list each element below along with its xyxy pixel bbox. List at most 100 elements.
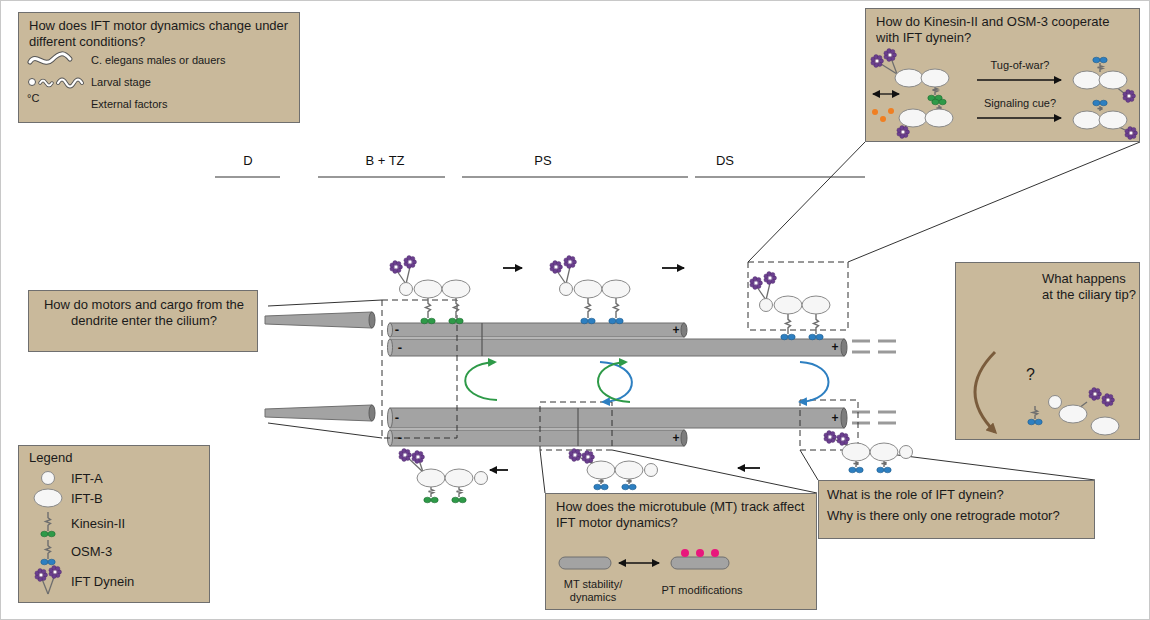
signal-dot	[872, 109, 878, 115]
ift-a-particle	[1049, 396, 1062, 409]
polarity-sign: +	[672, 324, 679, 336]
tug-arrow	[873, 93, 899, 94]
tip-dash	[852, 351, 870, 354]
motor-stalk	[454, 297, 459, 318]
dynein-lobe	[405, 449, 409, 453]
larva-icon	[58, 80, 82, 87]
tube-cap	[388, 339, 393, 356]
tip-dash	[878, 351, 896, 354]
direction-arrow	[503, 267, 522, 269]
dynein-lobe	[396, 261, 400, 265]
segment-ruler	[462, 176, 688, 177]
dynein-head	[1102, 394, 1115, 407]
motor-stalk	[566, 267, 570, 284]
box-text: ?	[1026, 365, 1035, 384]
kinesin-head	[809, 334, 816, 340]
motor-stalk	[418, 457, 423, 472]
tip-dash	[878, 411, 896, 414]
question-box: What is the role of IFT dynein? Why is th…	[818, 480, 1095, 539]
dynein-head	[1125, 127, 1138, 140]
motor-stalk	[46, 512, 51, 531]
kinesin-head	[1093, 100, 1100, 106]
tube-cap	[369, 312, 375, 328]
ift-b-particle	[587, 461, 615, 479]
motor-stalk	[1033, 406, 1038, 419]
segment-ruler	[318, 176, 445, 177]
ift-a-particle	[760, 299, 773, 312]
segment-label: DS	[716, 154, 734, 167]
zoom-region	[800, 400, 858, 450]
dynein-lobe	[830, 431, 834, 435]
dynein-head	[390, 261, 403, 274]
dynein-lobe	[55, 566, 59, 570]
leader-line	[800, 450, 818, 480]
motor-stalk	[46, 540, 51, 559]
motor-stalk	[42, 579, 48, 594]
dynein-core	[1106, 398, 1110, 402]
ift-b-particle	[417, 469, 445, 487]
ift-b-particle	[602, 280, 630, 298]
kinesin-head	[452, 497, 459, 503]
mt-icon	[559, 557, 611, 569]
ift-b-particle	[574, 280, 602, 298]
polarity-sign: +	[831, 341, 838, 353]
dynein-head	[750, 277, 763, 290]
dynein-head	[550, 261, 563, 274]
dynein-core	[573, 453, 577, 457]
leader-line	[540, 450, 545, 493]
kinesin-head	[421, 318, 428, 324]
kinesin-head	[449, 318, 456, 324]
dynein-head	[564, 256, 577, 269]
dynein-core	[586, 455, 590, 459]
ift-b-particle	[895, 69, 923, 87]
dynein-core	[39, 573, 43, 577]
microtubule	[390, 408, 844, 428]
ift-b-particle	[870, 443, 898, 461]
ift-b-particle	[442, 280, 470, 298]
dynein-core	[875, 59, 879, 63]
box-text: Tug-of-war?	[978, 59, 1062, 72]
motor-stalk	[614, 297, 619, 318]
polarity-sign: -	[398, 341, 402, 354]
kinesin-head	[884, 467, 891, 473]
dynein-core	[1093, 392, 1097, 396]
dynein-head	[1123, 90, 1136, 103]
dynein-core	[901, 130, 905, 134]
mt-icon	[671, 557, 729, 569]
dynein-head	[824, 431, 837, 444]
result-arrow	[977, 79, 1061, 81]
node-icons	[18, 448, 210, 620]
larva-icon	[29, 79, 36, 86]
ift-b-particle	[1091, 417, 1119, 435]
dynein-lobe	[41, 569, 45, 573]
legend-box: LegendIFT-AIFT-BKinesin-IIOSM-3IFT Dynei…	[18, 445, 210, 603]
tube-cap	[841, 339, 847, 356]
motor-stalk	[457, 486, 462, 497]
motor-stalk	[406, 267, 410, 284]
tube-cap	[681, 430, 687, 446]
kinesin-head	[781, 334, 788, 340]
polarity-sign: -	[395, 323, 399, 336]
kinesin-head	[1093, 57, 1100, 63]
box-heading: What is the role of IFT dynein?	[827, 487, 1089, 503]
box-text: Why is there only one retrograde motor?	[827, 508, 1089, 524]
ift-b-particle	[414, 280, 442, 298]
result-arrow	[977, 117, 1061, 119]
tube-cap	[681, 323, 687, 337]
dynein-lobe	[890, 49, 894, 53]
kinesin-head	[939, 99, 946, 105]
segment-label: B + TZ	[365, 154, 404, 167]
dynein-lobe	[1095, 388, 1099, 392]
kinesin-head	[1100, 57, 1107, 63]
segment-ruler	[695, 176, 865, 177]
ift-b-particle	[802, 296, 830, 314]
leader-line	[848, 142, 1140, 262]
zoom-region	[382, 300, 457, 438]
leader-line	[748, 142, 865, 262]
question-box: How do Kinesin-II and OSM-3 cooperate wi…	[865, 8, 1140, 142]
dynein-head	[35, 568, 48, 581]
dynein-core	[768, 276, 772, 280]
ift-b-particle	[925, 109, 953, 127]
motor-stalk	[814, 313, 819, 334]
